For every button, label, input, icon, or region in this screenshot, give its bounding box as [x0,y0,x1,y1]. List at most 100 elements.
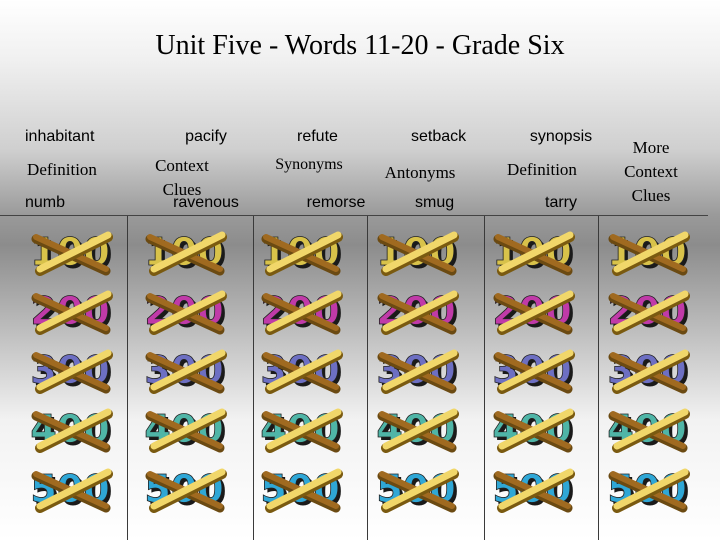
tile-cat2-100[interactable]: 100100 [140,225,230,277]
column-divider-3 [367,216,368,540]
crossed-out-icon: 300300 [144,348,227,395]
crossed-out-icon: 200200 [144,289,227,336]
word-tarry: tarry [545,194,577,211]
tile-cat3-400[interactable]: 400400 [256,402,346,454]
tile-cat6-500[interactable]: 500500 [603,462,693,514]
x-mark-stroke [36,468,112,510]
x-mark-stroke [613,290,689,332]
x-mark-stroke [382,231,458,273]
crossed-out-icon: 300300 [376,348,459,395]
x-mark-stroke [498,468,574,510]
x-mark-stroke [150,231,226,273]
tile-cat1-400[interactable]: 400400 [26,402,116,454]
category-context-label-2: Clues [162,180,202,199]
word-pair-5: synopsis tarry [526,82,596,236]
tile-cat1-200[interactable]: 200200 [26,284,116,336]
crossed-out-icon: 400400 [144,407,227,454]
tile-cat6-300[interactable]: 300300 [603,343,693,395]
x-mark-stroke [498,231,574,273]
x-mark-stroke [498,290,574,332]
category-synonyms-label: Synonyms [275,156,343,173]
word-pair-3: refute remorse [297,82,375,236]
category-context-label-1: Context [155,156,209,175]
tile-cat2-500[interactable]: 500500 [140,462,230,514]
crossed-out-icon: 100100 [376,230,459,277]
x-mark-stroke [36,349,112,391]
x-mark-stroke [613,349,689,391]
word-smug: smug [415,194,455,211]
tile-cat3-300[interactable]: 300300 [256,343,346,395]
x-mark-stroke [266,231,342,273]
tile-cat4-200[interactable]: 200200 [372,284,462,336]
category-definition-label: Definition [27,160,97,179]
tile-cat6-100[interactable]: 100100 [603,225,693,277]
column-divider-2 [253,216,254,540]
crossed-out-icon: 400400 [376,407,459,454]
x-mark-stroke [150,349,226,391]
crossed-out-icon: 200200 [376,289,459,336]
word-pacify: pacify [185,128,227,145]
tile-cat3-200[interactable]: 200200 [256,284,346,336]
tile-cat4-500[interactable]: 500500 [372,462,462,514]
x-mark-stroke [36,290,112,332]
word-synopsis: synopsis [529,128,593,145]
tile-cat5-300[interactable]: 300300 [488,343,578,395]
x-mark-stroke [382,408,458,450]
crossed-out-icon: 200200 [30,289,113,336]
category-antonyms-label: Antonyms [384,163,456,182]
tile-cat5-400[interactable]: 400400 [488,402,578,454]
category-more-label-3: Clues [631,186,671,205]
tile-cat1-300[interactable]: 300300 [26,343,116,395]
crossed-out-icon: 300300 [492,348,575,395]
crossed-out-icon: 200200 [607,289,690,336]
tile-cat2-400[interactable]: 400400 [140,402,230,454]
category-more-label-2: Context [624,162,678,181]
crossed-out-icon: 100100 [144,230,227,277]
category-definition: Definition [10,158,114,182]
tile-cat1-100[interactable]: 100100 [26,225,116,277]
x-mark-stroke [498,408,574,450]
crossed-out-icon: 100100 [607,230,690,277]
x-mark-stroke [266,349,342,391]
crossed-out-icon: 100100 [260,230,343,277]
tile-cat4-100[interactable]: 100100 [372,225,462,277]
word-refute: refute [297,128,338,145]
tile-cat3-500[interactable]: 500500 [256,462,346,514]
tile-cat5-500[interactable]: 500500 [488,462,578,514]
category-antonyms: Antonyms [368,161,472,185]
x-mark-stroke [150,290,226,332]
column-divider-1 [127,216,128,540]
x-mark-stroke [613,231,689,273]
crossed-out-icon: 100100 [492,230,575,277]
tile-cat4-300[interactable]: 300300 [372,343,462,395]
category-context-clues: Context Clues [130,154,234,202]
tile-cat1-500[interactable]: 500500 [26,462,116,514]
crossed-out-icon: 200200 [260,289,343,336]
crossed-out-icon: 400400 [492,407,575,454]
category-definition-2: Definition [490,158,594,182]
x-mark-stroke [266,468,342,510]
x-mark-stroke [382,290,458,332]
x-mark-stroke [150,468,226,510]
tile-cat5-100[interactable]: 100100 [488,225,578,277]
crossed-out-icon: 500500 [492,467,575,514]
tile-cat2-300[interactable]: 300300 [140,343,230,395]
crossed-out-icon: 300300 [260,348,343,395]
crossed-out-icon: 500500 [30,467,113,514]
tile-cat3-100[interactable]: 100100 [256,225,346,277]
crossed-out-icon: 100100 [30,230,113,277]
word-remorse: remorse [306,194,366,211]
tile-cat4-400[interactable]: 400400 [372,402,462,454]
tile-cat5-200[interactable]: 200200 [488,284,578,336]
word-pair-1: inhabitant numb [25,82,94,236]
x-mark-stroke [382,468,458,510]
crossed-out-icon: 400400 [30,407,113,454]
tile-cat2-200[interactable]: 200200 [140,284,230,336]
tile-cat6-200[interactable]: 200200 [603,284,693,336]
crossed-out-icon: 500500 [144,467,227,514]
word-inhabitant: inhabitant [25,128,95,145]
tile-cat6-400[interactable]: 400400 [603,402,693,454]
x-mark-stroke [498,349,574,391]
crossed-out-icon: 500500 [607,467,690,514]
category-more-context-clues: More Context Clues [600,136,702,208]
